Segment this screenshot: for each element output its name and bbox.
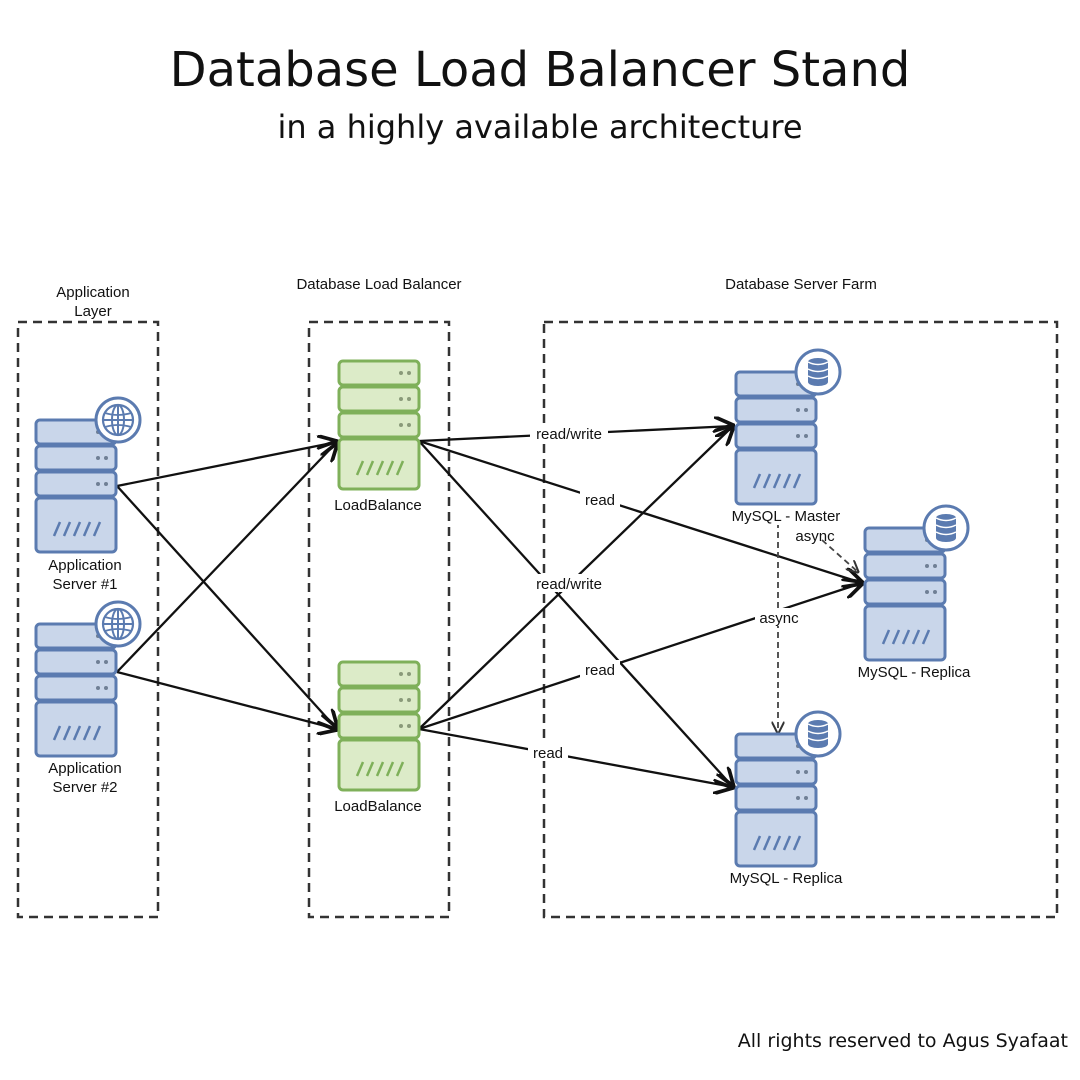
edge-label-lb2-replica1: read	[585, 662, 615, 679]
mysql-replica-1	[863, 504, 970, 662]
edge-app2-lb2	[116, 670, 337, 729]
edge-async-master-replica1	[821, 539, 858, 572]
edge-app2-lb1	[116, 442, 337, 673]
group-label-database-server-farm: Database Server Farm	[725, 276, 877, 293]
edge-lb1-replica2	[418, 440, 733, 787]
edge-label-lb1-replica1: read	[585, 492, 615, 509]
edge-label-lb2-replica2: read	[533, 745, 563, 762]
group-database-load-balancer	[307, 320, 451, 919]
mysql-master-label: MySQL - Master	[732, 508, 841, 525]
edge-lb2-replica1	[418, 583, 862, 731]
edge-lb1-replica1	[418, 439, 862, 583]
app-server-1-label-2: Server #1	[52, 576, 117, 593]
edge-label-lb2-master: read/write	[536, 576, 602, 593]
database-icon	[922, 504, 970, 552]
globe-icon	[94, 396, 142, 444]
edge-lb2-replica2	[418, 727, 733, 787]
group-label-application-layer-1: Application	[56, 284, 129, 301]
edge-label-async-replica2: async	[795, 528, 835, 545]
mysql-replica-2	[734, 710, 842, 868]
copyright-footer: All rights reserved to Agus Syafaat	[737, 1030, 1068, 1052]
load-balancer-1	[337, 359, 421, 491]
edge-label-async-replica1: async	[759, 610, 799, 627]
group-database-server-farm	[542, 320, 1059, 919]
mysql-replica-2-label: MySQL - Replica	[730, 870, 843, 887]
load-balancer-2-label: LoadBalance	[334, 798, 422, 815]
edge-labels: read/write read read/write read read asy…	[528, 424, 835, 762]
app-server-2-label-1: Application	[48, 760, 121, 777]
group-label-database-load-balancer: Database Load Balancer	[296, 276, 461, 293]
edge-app1-lb2	[116, 485, 337, 729]
mysql-replica-1-label: MySQL - Replica	[858, 664, 971, 681]
group-application-layer	[16, 320, 160, 919]
database-icon	[794, 348, 842, 396]
diagram-subtitle: in a highly available architecture	[277, 108, 803, 146]
app-server-2	[34, 600, 142, 758]
async-connections	[778, 522, 858, 733]
diagram-title: Database Load Balancer Stand	[169, 42, 911, 98]
globe-icon	[94, 600, 142, 648]
app-server-1	[34, 396, 142, 554]
edge-label-lb1-master: read/write	[536, 426, 602, 443]
mysql-master	[734, 348, 842, 506]
database-icon	[794, 710, 842, 758]
app-server-1-label-1: Application	[48, 557, 121, 574]
app-server-2-label-2: Server #2	[52, 779, 117, 796]
edge-app1-lb1	[116, 442, 337, 488]
load-balancer-1-label: LoadBalance	[334, 497, 422, 514]
load-balancer-2	[337, 660, 421, 792]
group-label-application-layer-2: Layer	[74, 303, 112, 320]
